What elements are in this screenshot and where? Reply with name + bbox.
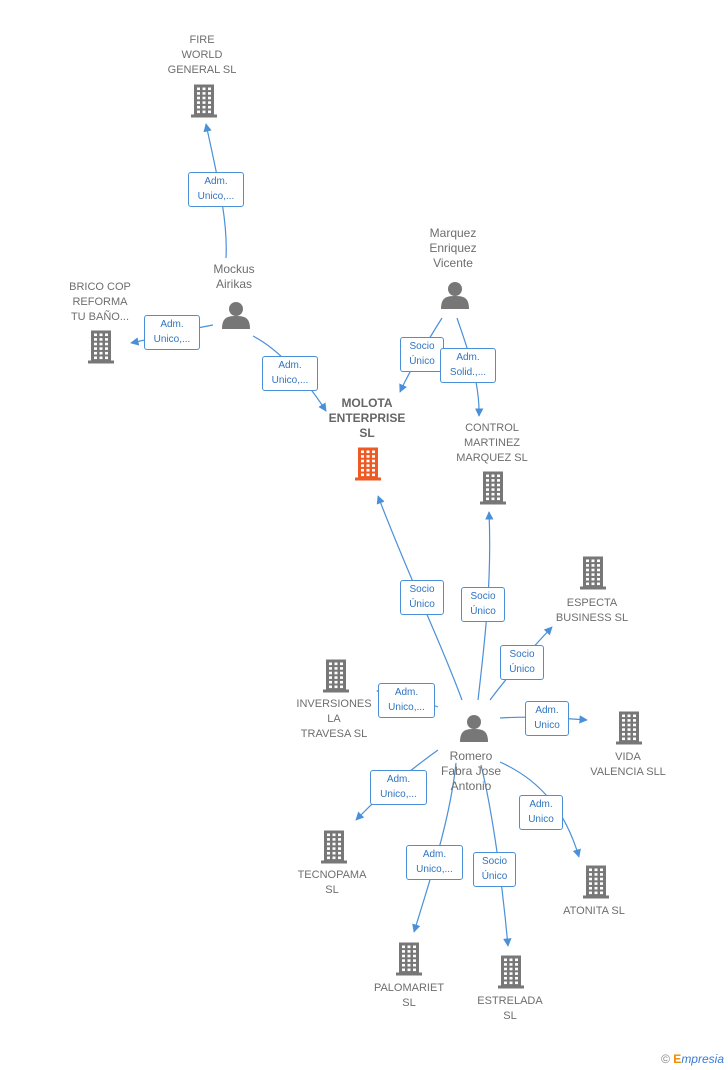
brand-logo[interactable]: Empresia: [673, 1052, 724, 1066]
copyright-symbol: ©: [661, 1052, 670, 1066]
node-label-estrelada[interactable]: ESTRELADA SL: [477, 995, 543, 1022]
brand-name-rest: mpresia: [681, 1052, 724, 1066]
node-label-mockus[interactable]: Mockus Airikas: [213, 262, 255, 291]
edge-label-romero-estrelada[interactable]: Socio Único: [473, 852, 516, 887]
node-label-brico[interactable]: BRICO COP REFORMA TU BAÑO...: [69, 281, 131, 323]
building-icon-especta[interactable]: [580, 556, 606, 590]
building-icon-vida[interactable]: [616, 711, 642, 745]
person-icon-mockus[interactable]: [222, 302, 250, 329]
building-icon-molota[interactable]: [355, 447, 381, 481]
footer: © Empresia: [661, 1052, 724, 1066]
edge-label-romero-inversiones[interactable]: Adm. Unico,...: [378, 683, 435, 718]
node-label-romero[interactable]: Romero Fabra Jose Antonio: [440, 749, 502, 793]
node-label-marquez[interactable]: Marquez Enriquez Vicente: [429, 226, 477, 270]
edge-label-marquez-molota[interactable]: Socio Único: [400, 337, 444, 372]
edge-label-romero-molota[interactable]: Socio Único: [400, 580, 444, 615]
node-label-inversiones[interactable]: INVERSIONES LA TRAVESA SL: [296, 698, 372, 740]
edge-label-romero-vida[interactable]: Adm. Unico: [525, 701, 569, 736]
node-label-tecnopama[interactable]: TECNOPAMA SL: [297, 869, 367, 896]
node-label-palomariet[interactable]: PALOMARIET SL: [373, 982, 445, 1009]
node-label-fire[interactable]: FIRE WORLD GENERAL SL: [167, 34, 237, 76]
building-icon-estrelada[interactable]: [498, 955, 524, 989]
building-icon-tecnopama[interactable]: [321, 830, 347, 864]
edge-label-romero-tecnopama[interactable]: Adm. Unico,...: [370, 770, 427, 805]
node-label-molota[interactable]: MOLOTA ENTERPRISE SL: [328, 396, 406, 440]
building-icon-control[interactable]: [480, 471, 506, 505]
edge-romero-estrelada: [480, 764, 512, 947]
building-icon-fire[interactable]: [191, 84, 217, 118]
edge-label-marquez-control[interactable]: Adm. Solid.,...: [440, 348, 496, 383]
building-icon-inversiones[interactable]: [323, 659, 349, 693]
node-label-vida[interactable]: VIDA VALENCIA SLL: [590, 751, 666, 778]
edge-label-mockus-molota[interactable]: Adm. Unico,...: [262, 356, 318, 391]
nodes-layer: [88, 84, 642, 989]
brand-first-letter: E: [673, 1052, 682, 1066]
edge-label-mockus-fire[interactable]: Adm. Unico,...: [188, 172, 244, 207]
building-icon-palomariet[interactable]: [396, 942, 422, 976]
edge-label-romero-atonita[interactable]: Adm. Unico: [519, 795, 563, 830]
edge-label-romero-especta[interactable]: Socio Único: [500, 645, 544, 680]
edge-label-mockus-brico[interactable]: Adm. Unico,...: [144, 315, 200, 350]
node-label-especta[interactable]: ESPECTA BUSINESS SL: [555, 597, 629, 624]
edge-label-romero-palomariet[interactable]: Adm. Unico,...: [406, 845, 463, 880]
edge-label-romero-control[interactable]: Socio Único: [461, 587, 505, 622]
building-icon-brico[interactable]: [88, 330, 114, 364]
node-label-atonita[interactable]: ATONITA SL: [563, 905, 625, 917]
node-label-control[interactable]: CONTROL MARTINEZ MARQUEZ SL: [456, 422, 528, 464]
person-icon-marquez[interactable]: [441, 282, 469, 309]
person-icon-romero[interactable]: [460, 715, 488, 742]
building-icon-atonita[interactable]: [583, 865, 609, 899]
